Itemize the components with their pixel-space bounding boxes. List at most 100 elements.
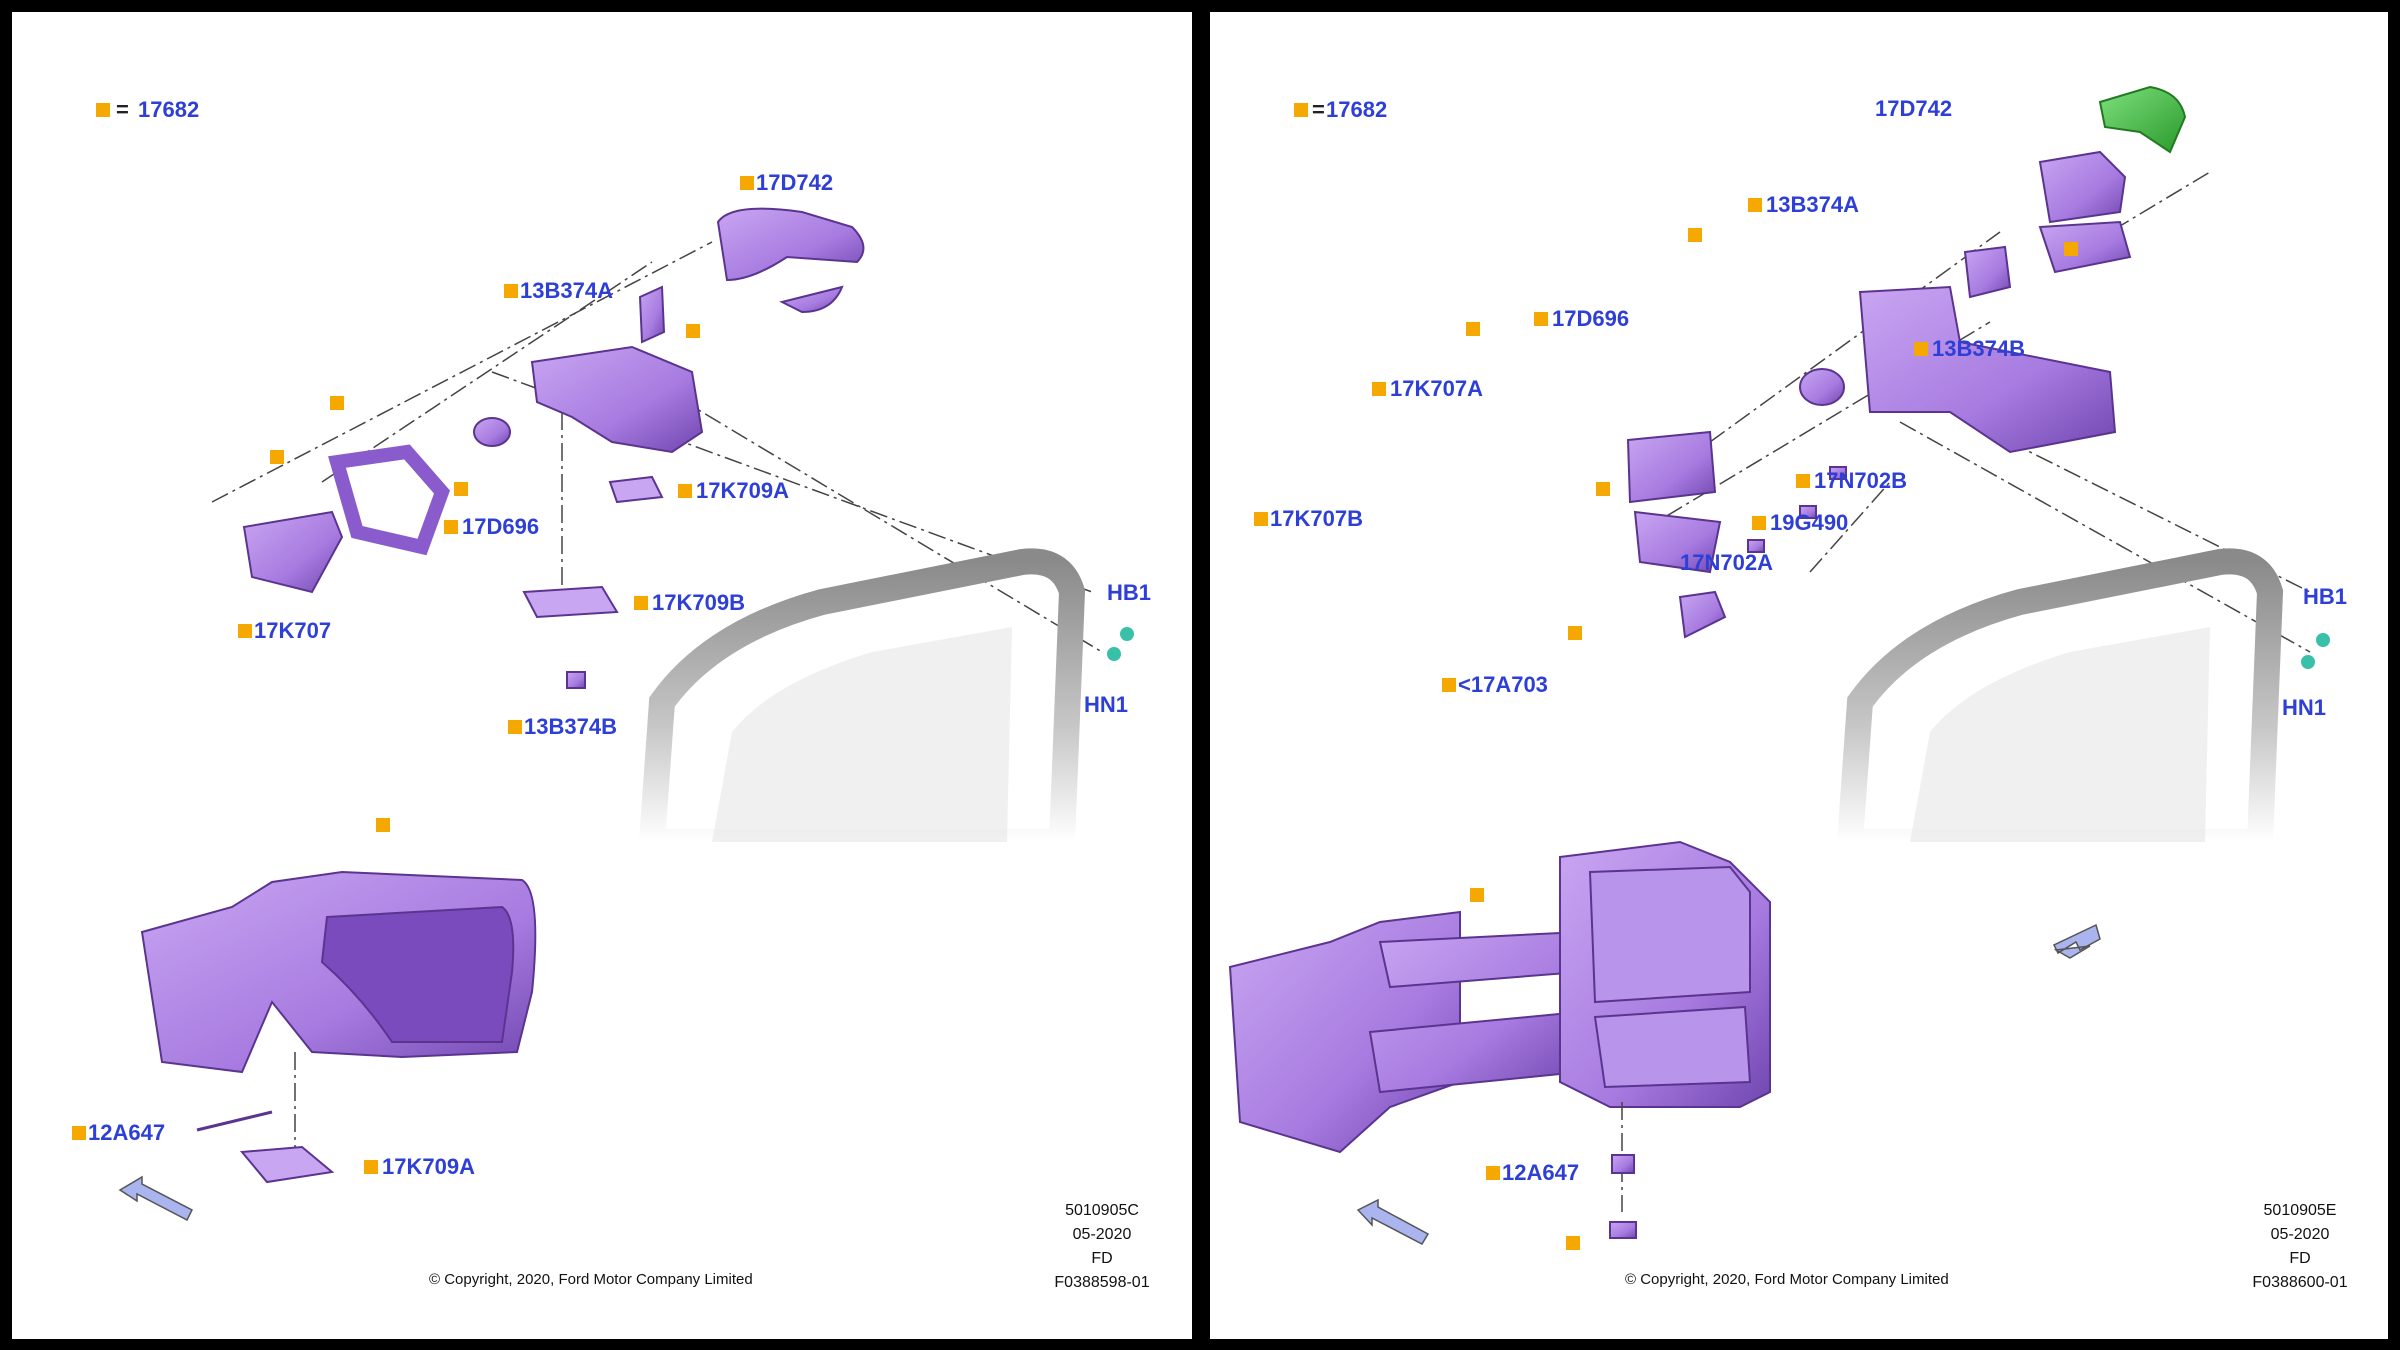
tow-mirror-glass-lower [1593,1005,1752,1089]
part-lower-housing [2038,220,2132,274]
marker [1688,228,1702,242]
diagram-panel-right: = 17682 17D742 13B374A 17D696 13B374B 17… [1210,12,2388,1339]
label-19g490: 19G490 [1770,510,1849,535]
label-12a647: 12A647 [88,1120,166,1145]
door-frame [1836,548,2284,855]
marker [270,450,284,464]
drawing-meta: 5010905C 05-2020 FD F0388598-01 [1042,1199,1162,1295]
part-13b374a [1963,245,2012,299]
label-13b374b: 13B374B [1932,336,2025,361]
part-12a647 [196,1110,273,1132]
label-hb1: HB1 [1107,580,1152,605]
marker [1470,888,1484,902]
direction-arrow-icon-2 [2052,923,2101,959]
legend-marker [96,103,110,117]
marker [508,720,522,734]
legend-marker [1294,103,1308,117]
marker [376,818,390,832]
drawing-ref: F0388600-01 [2252,1274,2348,1291]
door-inner [1910,627,2210,842]
label-13b374a: 13B374A [1766,192,1859,217]
marker [1534,312,1548,326]
marker [504,284,518,298]
marker [238,624,252,638]
left-exploded-view [118,207,1134,1222]
part-17d696 [1799,368,1845,406]
fastener-hb1 [1120,627,1134,641]
label-13b374a: 13B374A [520,278,613,303]
marker [1568,626,1582,640]
fastener-hb1 [2316,633,2330,647]
marker [1748,198,1762,212]
part-12a647 [1611,1154,1635,1174]
part-upper-housing [2038,150,2127,224]
marker [364,1160,378,1174]
drawing-ref: F0388598-01 [1054,1274,1150,1291]
part-13b374b [566,671,586,689]
legend-code: 17682 [138,97,200,122]
part-17d742-cap [716,207,865,282]
label-17n702b: 17N702B [1814,468,1907,493]
part-17n702a [1747,539,1765,553]
marker [1596,482,1610,496]
drawing-date: 05-2020 [2270,1226,2330,1243]
legend-equals: = [1312,97,1325,122]
label-17d696: 17D696 [462,514,540,539]
marker [740,176,754,190]
marker [1914,342,1928,356]
legend-equals: = [116,97,129,122]
marker [2064,242,2078,256]
part-17k709b [522,585,619,619]
label-hb1: HB1 [2303,584,2348,609]
label-hn1: HN1 [1084,692,1129,717]
legend-code: 17682 [1326,97,1388,122]
part-17k709a-pad [608,475,664,504]
part-17k709a-lower [240,1145,335,1184]
drawing-meta: 5010905E 05-2020 FD F0388600-01 [2240,1199,2360,1295]
marker [686,324,700,338]
part-17d696 [473,417,511,447]
label-17d742: 17D742 [1875,96,1953,121]
marker [330,396,344,410]
copyright: © Copyright, 2020, Ford Motor Company Li… [429,1271,753,1288]
marker [1442,678,1456,692]
label-17k709a: 17K709A [696,478,789,503]
label-17d696: 17D696 [1552,306,1630,331]
marker [1372,382,1386,396]
tow-mirror-glass-upper [1588,865,1751,1004]
fastener-hn1 [2301,655,2315,669]
drawing-code: FD [2289,1250,2311,1267]
direction-arrow-icon [118,1175,194,1222]
label-17k707b: 17K707B [1270,506,1363,531]
part-17d742-lower [779,285,844,314]
part-13b374a [638,285,666,344]
part-17k707b-glass [1633,510,1722,574]
diagram-panel-left: = 17682 17D742 13B374A 17K709A 17D696 17… [12,12,1192,1339]
marker [1466,322,1480,336]
part-17d742-green-cap [2098,85,2187,154]
marker [1486,1166,1500,1180]
label-17k709b: 17K709B [652,590,745,615]
marker [454,482,468,496]
part-17n702b [1829,466,1847,480]
marker [1254,512,1268,526]
copyright: © Copyright, 2020, Ford Motor Company Li… [1625,1271,1949,1288]
label-12a647: 12A647 [1502,1160,1580,1185]
label-13b374b: 13B374B [524,714,617,739]
door-inner [712,627,1012,842]
label-17a703: <17A703 [1458,672,1548,697]
part-main-arm [1858,285,2117,454]
label-17k707: 17K707 [254,618,332,643]
marker [678,484,692,498]
mirror-glass-assembled [320,905,515,1043]
label-17k709a-lower: 17K709A [382,1154,475,1179]
marker [634,596,648,610]
part-17k707a-glass [1626,430,1717,504]
direction-arrow-icon [1356,1198,1430,1245]
part-bracket-assembly [530,345,704,454]
fastener-hn1 [1107,647,1121,661]
drawing-code: FD [1091,1250,1113,1267]
marker [1796,474,1810,488]
marker [1752,516,1766,530]
part-lower-bracket [1609,1221,1637,1239]
